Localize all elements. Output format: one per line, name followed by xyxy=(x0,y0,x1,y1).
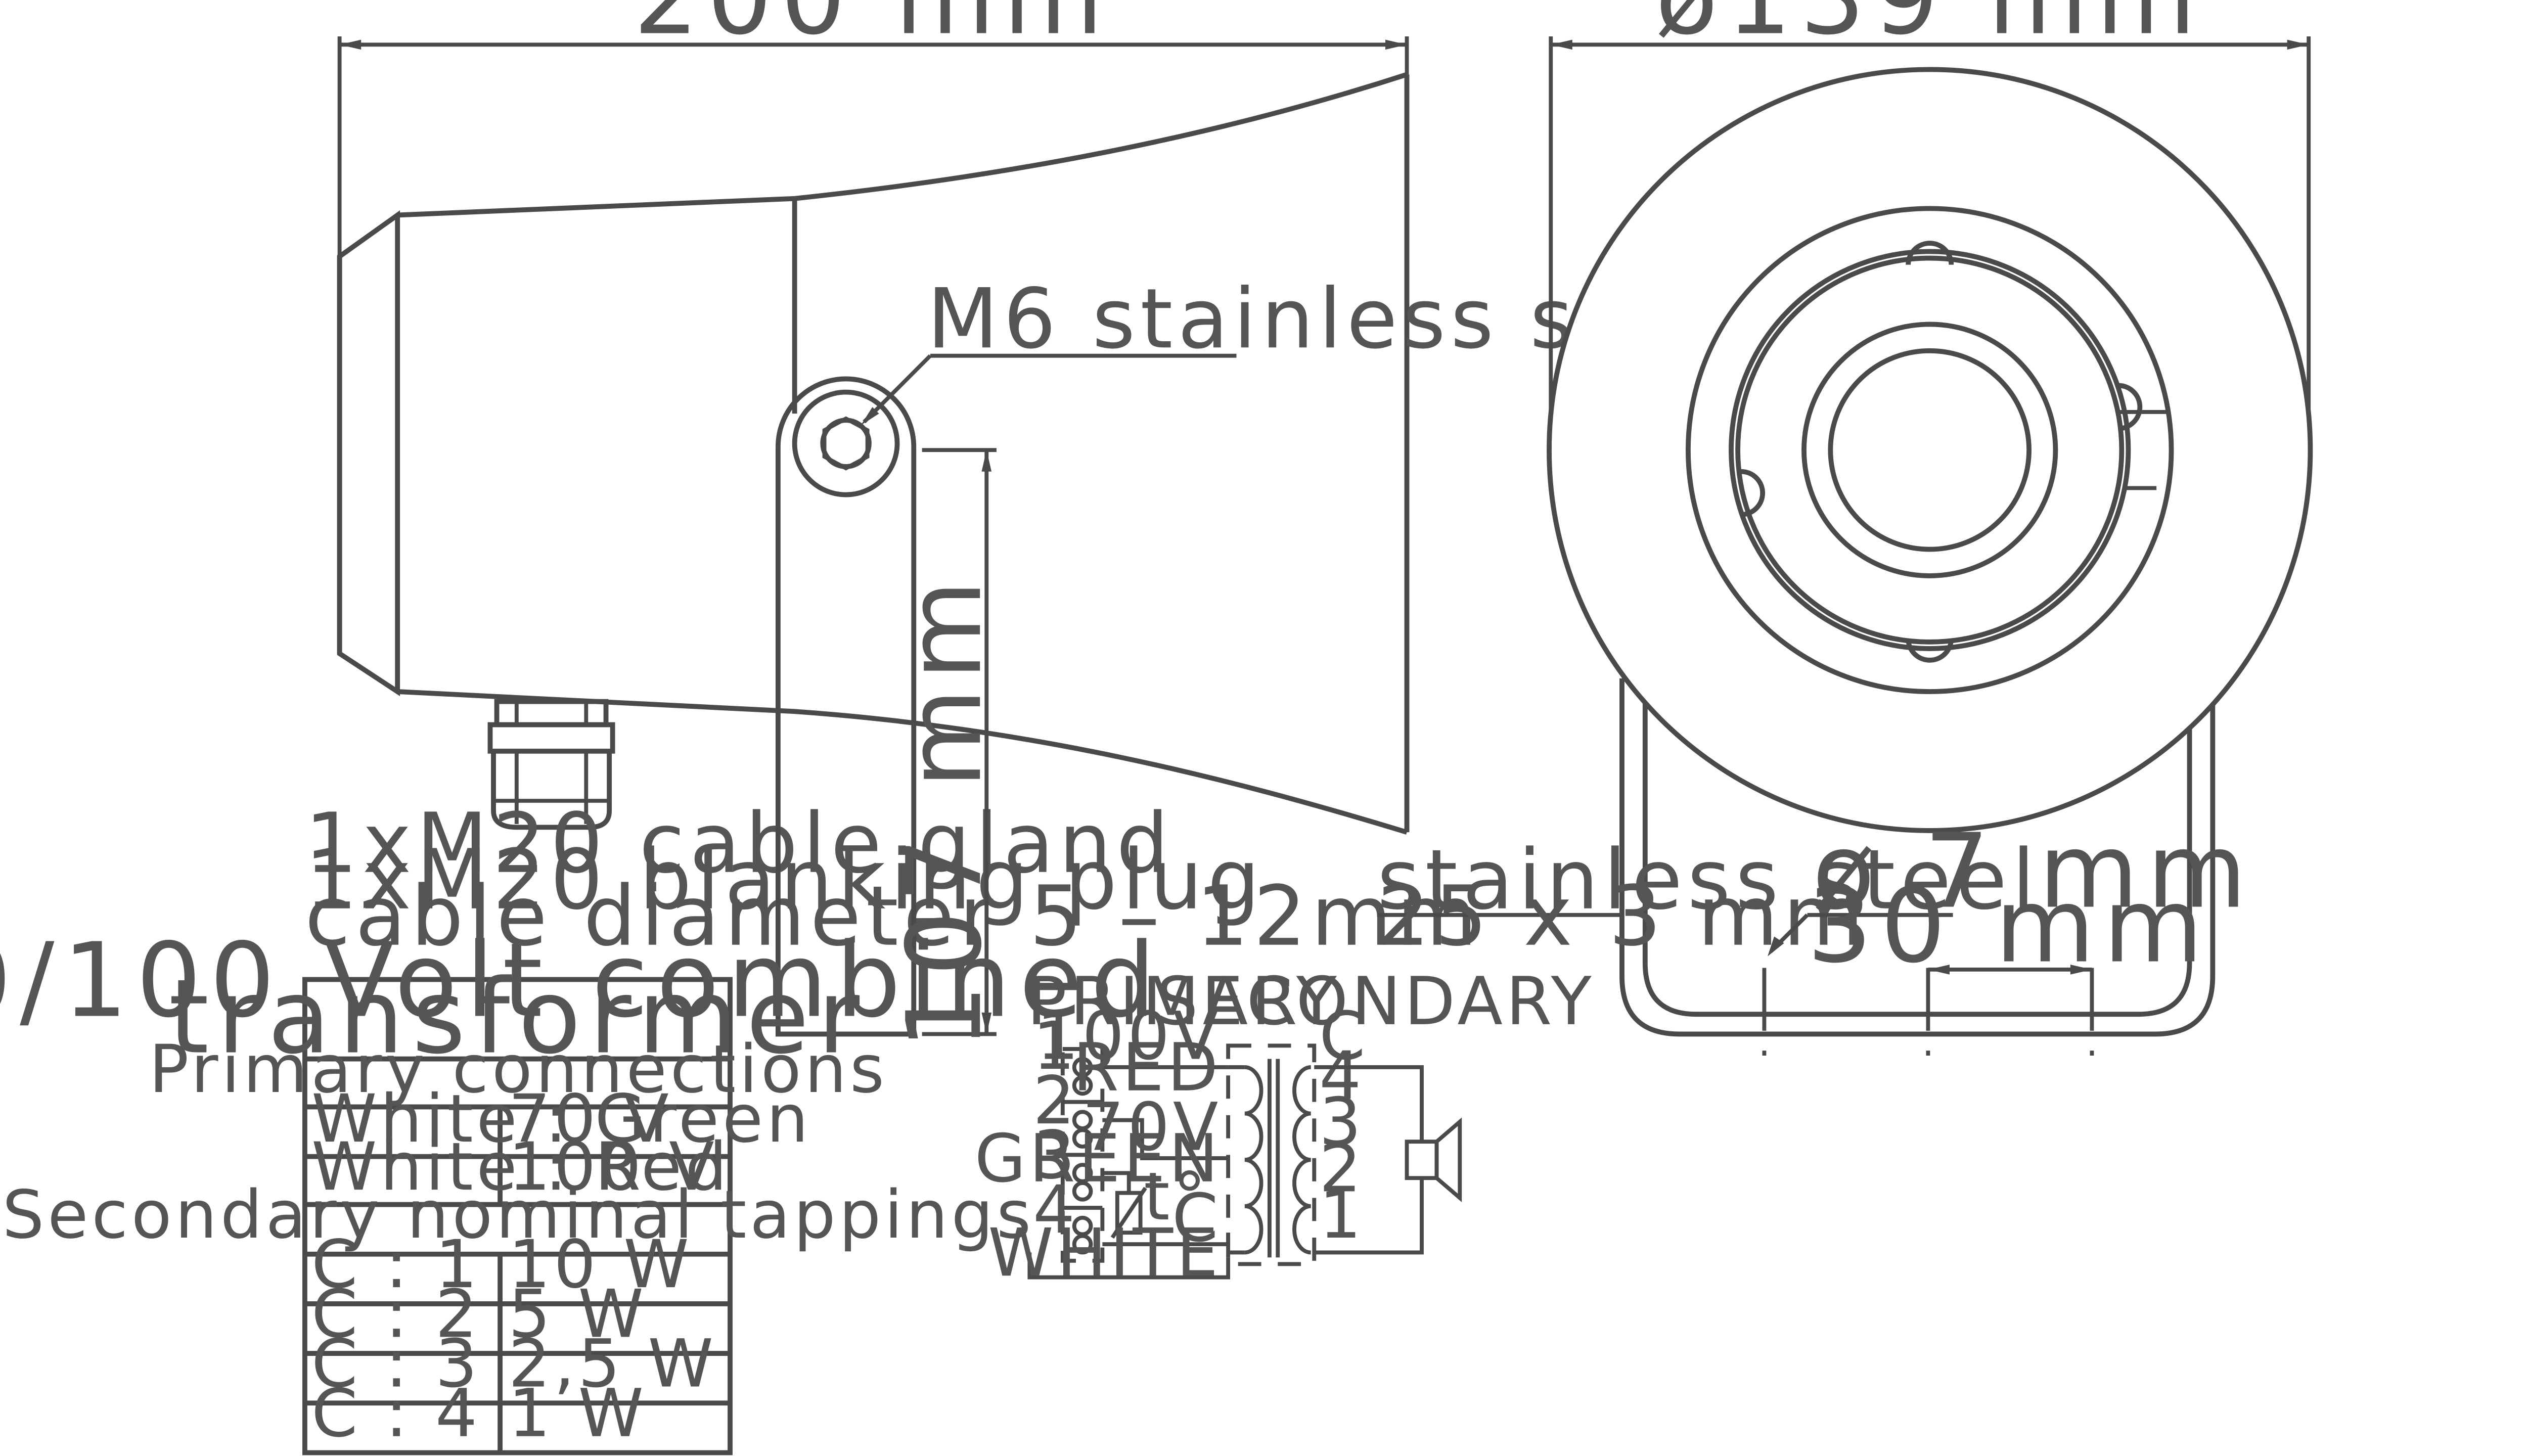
secondary-tap-label: C xyxy=(1319,997,1369,1075)
side-view: 200 mm 1xM20 cable gland 1xM20 blanking … xyxy=(305,0,1750,1050)
bracket-side xyxy=(775,376,917,1037)
bracket-size-label: 25 x 3 mm xyxy=(1377,868,1869,965)
bracket-front-inner xyxy=(1642,695,2192,1017)
table-cell: C : 3 xyxy=(311,1325,481,1402)
terminal-screws xyxy=(1072,1057,1093,1255)
gland-note-line2: 1xM20 blanking plug xyxy=(305,832,1265,928)
secondary-tap-label: 3 xyxy=(1319,1083,1365,1161)
bracket-callout: stainless steel 25 x 3 mm xyxy=(1377,832,2040,965)
dimension-diameter-label: ø139 mm xyxy=(1655,0,2204,57)
throat-inner xyxy=(1828,348,2032,552)
driver-ring xyxy=(1735,255,2125,645)
hole-spacing-dimension: 30 mm xyxy=(1807,866,2211,985)
dimension-width-label: 200 mm xyxy=(634,0,1111,57)
hole-diameter-callout: ø 7 mm xyxy=(1768,811,2255,957)
dimension-diameter: ø139 mm xyxy=(1549,0,2311,447)
primary-header: Primary connections xyxy=(149,1030,888,1108)
mounting-lugs xyxy=(1741,241,2170,663)
transformer-table: 70/100 Volt combined transformer Primary… xyxy=(0,921,1164,1455)
table-cell: 10 W xyxy=(508,1225,692,1303)
table-cell: C : 4 xyxy=(311,1375,481,1452)
driver-flange xyxy=(1729,249,2131,651)
tap-green-label: GREEN xyxy=(975,1120,1222,1197)
terminal-label: 1 xyxy=(1033,1007,1078,1084)
horn-outer-rim xyxy=(1547,67,2313,833)
horn-body xyxy=(337,72,1410,835)
terminal-label: 3 xyxy=(1033,1116,1078,1194)
table-cell: C : 1 xyxy=(311,1225,481,1303)
dimension-height-label: 107 mm xyxy=(885,572,1004,1050)
table-cell: White : Green xyxy=(311,1080,811,1157)
table-cell: 100 V xyxy=(508,1128,717,1205)
tap-white-label: WHITE xyxy=(988,1214,1222,1291)
cable-gland xyxy=(487,699,615,830)
secondary-label: SECONDARY xyxy=(1156,963,1595,1040)
wiring-schematic: PRIMARY SECONDARY 1 2 3 4 t° 100V RED 70… xyxy=(975,963,1595,1291)
speaker-icon xyxy=(1405,1117,1462,1202)
tap-red-label: RED xyxy=(1073,1029,1222,1106)
front-view: ø139 mm stainless steel 25 x 3 mm xyxy=(1377,0,2313,1056)
table-cell: White : Red xyxy=(311,1128,731,1205)
bracket-front-outer xyxy=(1619,678,2216,1037)
mounting-holes xyxy=(1762,968,2094,1056)
table-cell: 70 V xyxy=(508,1080,672,1157)
table-cell: 1 W xyxy=(508,1375,647,1452)
gland-note-line3: cable diameter 5 – 12mm xyxy=(305,868,1482,965)
tap-100v-label: 100V xyxy=(1036,997,1222,1075)
thermal-label: t° xyxy=(1144,1158,1209,1235)
dimension-height-bracket: 107 mm xyxy=(885,448,1004,1050)
gland-note-line1: 1xM20 cable gland xyxy=(305,795,1174,892)
terminal-label: 2 xyxy=(1033,1062,1078,1139)
table-cell: C : 2 xyxy=(311,1275,481,1352)
bracket-material-label: stainless steel xyxy=(1377,832,2040,928)
secondary-tap-label: 2 xyxy=(1319,1129,1365,1207)
primary-winding xyxy=(1244,1065,1263,1255)
table-cell: 5 W xyxy=(508,1275,647,1352)
terminal-label: 4 xyxy=(1033,1171,1078,1248)
table-cell: 2,5 W xyxy=(508,1325,716,1402)
throat-outer xyxy=(1801,322,2058,578)
table-title-line1: 70/100 Volt combined xyxy=(0,921,1164,1040)
primary-label: PRIMARY xyxy=(1027,963,1340,1040)
driver-housing xyxy=(1685,206,2174,694)
tap-70v-label: 70V xyxy=(1082,1088,1222,1166)
table-title-line2: transformer xyxy=(169,957,868,1076)
secondary-winding xyxy=(1292,1065,1311,1255)
secondary-tap-label: 1 xyxy=(1319,1176,1365,1253)
hole-spacing-label: 30 mm xyxy=(1807,866,2211,985)
tap-c-primary-label: C xyxy=(1172,1179,1222,1257)
secondary-header: Secondary nominal tappings xyxy=(2,1176,1034,1253)
secondary-tap-label: 4 xyxy=(1319,1037,1365,1114)
hole-diameter-label: ø 7 mm xyxy=(1812,811,2255,931)
dimension-width-horn: 200 mm xyxy=(337,0,1409,257)
